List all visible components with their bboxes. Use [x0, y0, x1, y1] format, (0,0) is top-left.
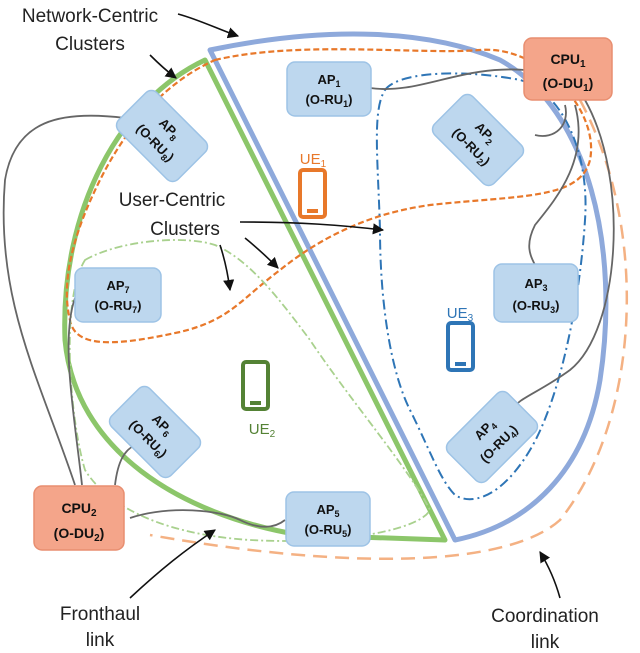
fronthaul-cpu2-ap5 — [129, 509, 286, 528]
fronthaul-cpu1-ap2 — [534, 104, 567, 137]
fronthaul-cpu1-ap3 — [528, 104, 580, 266]
arrow-fronthaul — [129, 529, 216, 599]
svg-text:AP3: AP3 — [524, 276, 547, 293]
fronthaul-cpu1-ap1 — [369, 68, 526, 90]
svg-text:AP5: AP5 — [316, 502, 339, 519]
svg-text:UE2: UE2 — [249, 421, 276, 440]
svg-text:(O-DU1): (O-DU1) — [543, 75, 594, 94]
network-centric-label-line2: Clusters — [55, 34, 125, 55]
arrow-to-orange-cluster-2 — [244, 237, 279, 269]
ue-3: UE3 — [446, 305, 475, 372]
access-point-ap1: AP1 (O-RU1) — [286, 61, 372, 117]
fronthaul-links — [2, 68, 615, 528]
annotation-arrows — [129, 13, 561, 599]
arrow-to-green-cluster — [149, 54, 177, 79]
cpu-1: CPU1 (O-DU1) — [523, 37, 613, 101]
arrow-to-blue-cluster — [177, 13, 240, 39]
coordination-link — [149, 99, 629, 561]
svg-text:UE3: UE3 — [447, 305, 474, 324]
svg-text:CPU1: CPU1 — [550, 51, 586, 70]
svg-text:(O-RU1): (O-RU1) — [306, 92, 353, 109]
svg-text:UE1: UE1 — [300, 151, 327, 170]
access-point-ap2: AP2 (O-RU2) — [431, 93, 525, 187]
svg-text:(O-DU2): (O-DU2) — [54, 525, 105, 544]
access-point-ap7: AP7 (O-RU7) — [74, 267, 162, 323]
arrow-to-orange-cluster — [239, 221, 385, 235]
fronthaul-cpu2-ap8 — [2, 114, 126, 486]
user-centric-label: User-Centric — [119, 190, 226, 211]
phone-icon — [446, 321, 475, 372]
access-point-ap5: AP5 (O-RU5) — [285, 491, 371, 547]
fronthaul-cpu1-ap4 — [514, 99, 615, 409]
ue-1: UE1 — [298, 151, 327, 219]
coordination-label: Coordination — [491, 606, 599, 627]
access-point-ap3: AP3 (O-RU3) — [493, 263, 579, 323]
access-point-ap6: AP6 (O-RU6) — [108, 385, 202, 479]
fronthaul-label: Fronthaul — [60, 604, 140, 625]
fronthaul-label-line2: link — [86, 630, 115, 651]
svg-text:(O-RU5): (O-RU5) — [305, 522, 352, 539]
fronthaul-cpu2-ap7 — [67, 297, 83, 486]
svg-text:AP1: AP1 — [317, 72, 340, 89]
access-point-ap8: AP8 (O-RU8) — [115, 89, 209, 183]
cpu-2: CPU2 (O-DU2) — [33, 485, 125, 551]
ue-2: UE2 — [241, 360, 276, 440]
network-centric-cluster-right — [207, 31, 609, 543]
user-centric-label-line2: Clusters — [150, 219, 220, 240]
svg-text:(O-RU3): (O-RU3) — [513, 298, 560, 315]
phone-icon — [241, 360, 270, 411]
arrow-coordination — [539, 551, 561, 599]
svg-text:(O-RU7): (O-RU7) — [95, 298, 142, 315]
phone-icon — [298, 168, 327, 219]
svg-text:CPU2: CPU2 — [61, 500, 97, 519]
arrow-to-green-dashdot — [219, 244, 235, 292]
access-point-ap4: AP4 (O-RU4) — [445, 390, 539, 484]
coordination-label-line2: link — [531, 632, 560, 653]
user-centric-cluster-ue1 — [65, 48, 593, 344]
network-centric-label: Network-Centric — [22, 6, 158, 27]
svg-text:AP7: AP7 — [106, 278, 129, 295]
